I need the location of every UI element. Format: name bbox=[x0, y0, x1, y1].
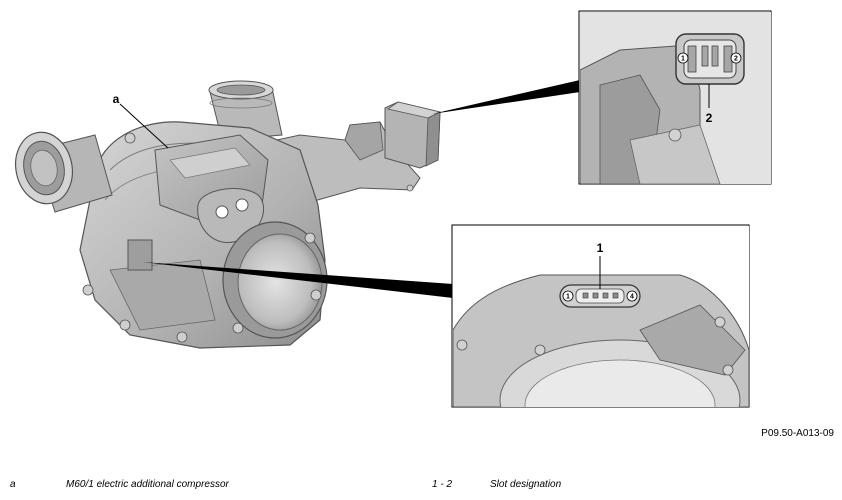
bolts bbox=[82, 132, 414, 343]
figure-id: P09.50-A013-09 bbox=[761, 428, 834, 439]
legend-key-1-2: 1 - 2 bbox=[432, 479, 453, 490]
detail-box-bottom: 1 4 1 bbox=[451, 224, 750, 408]
pin-label-top-left: 1 bbox=[681, 56, 685, 63]
legend-text-a: M60/1 electric additional compressor bbox=[66, 479, 229, 490]
leader-lines bbox=[119, 80, 580, 298]
pin-label-bottom-right: 4 bbox=[630, 294, 634, 301]
top-connector bbox=[384, 101, 442, 169]
detail-box-top: 1 2 2 bbox=[578, 10, 772, 185]
side-inlet-pipe bbox=[15, 131, 113, 213]
leader-bottom-detail bbox=[142, 262, 453, 298]
pin-label-top-right: 2 bbox=[734, 56, 738, 63]
callout-1: 1 bbox=[597, 241, 604, 255]
legend-text-1-2: Slot designation bbox=[490, 479, 562, 490]
pin-label-bottom-left: 1 bbox=[566, 294, 570, 301]
callout-2: 2 bbox=[706, 111, 713, 125]
legend-key-a: a bbox=[10, 479, 16, 490]
port-flange bbox=[197, 187, 265, 243]
callout-a: a bbox=[113, 92, 120, 106]
leader-top-detail bbox=[432, 80, 580, 114]
compressor-assembly bbox=[15, 80, 442, 349]
